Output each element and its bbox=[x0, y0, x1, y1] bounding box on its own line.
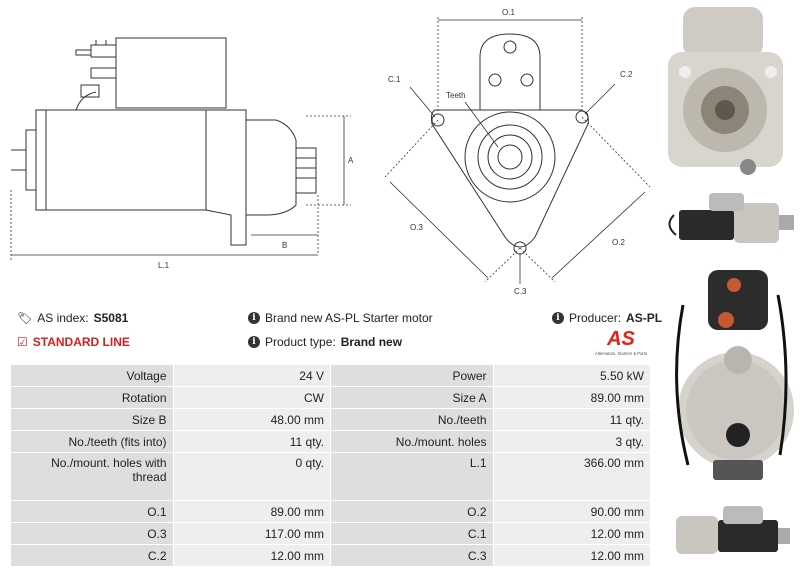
dim-label-a: A bbox=[348, 156, 354, 165]
spec-key: O.3 bbox=[11, 523, 173, 544]
spec-key: No./mount. holes bbox=[330, 431, 493, 452]
spec-key: No./mount. holes with thread bbox=[11, 453, 173, 500]
table-row: Rotation CW Size A 89.00 mm bbox=[11, 387, 650, 408]
product-photo-side bbox=[668, 193, 794, 243]
spec-value: 89.00 mm bbox=[173, 501, 330, 522]
spec-value: 0 qty. bbox=[173, 453, 330, 500]
spec-key: Voltage bbox=[11, 365, 173, 386]
as-pl-logo: AS Alternators, Starters & Parts bbox=[595, 328, 647, 356]
logo-tagline: Alternators, Starters & Parts bbox=[595, 351, 647, 356]
spec-value: 89.00 mm bbox=[493, 387, 650, 408]
spec-key: Power bbox=[330, 365, 493, 386]
producer-value: AS-PL bbox=[626, 311, 663, 325]
description: i Brand new AS-PL Starter motor bbox=[248, 311, 433, 325]
checkbox-icon: ☑ bbox=[17, 335, 28, 349]
tag-icon: 🏷︎ bbox=[17, 311, 33, 325]
as-index-value: S5081 bbox=[93, 311, 129, 325]
spec-value: 3 qty. bbox=[493, 431, 650, 452]
spec-value: 12.00 mm bbox=[173, 545, 330, 566]
side-view-drawing: A B L.1 bbox=[10, 37, 354, 270]
spec-value: 11 qty. bbox=[493, 409, 650, 430]
spec-key: No./teeth (fits into) bbox=[11, 431, 173, 452]
product-line-label: STANDARD LINE bbox=[32, 335, 130, 349]
as-index: 🏷︎ AS index: S5081 bbox=[17, 311, 128, 325]
product-photo-front bbox=[668, 7, 783, 175]
spec-value: CW bbox=[173, 387, 330, 408]
producer-label: Producer: bbox=[569, 311, 622, 325]
spec-value: 117.00 mm bbox=[173, 523, 330, 544]
dim-label-c3: C.3 bbox=[514, 287, 527, 296]
product-type-value: Brand new bbox=[340, 335, 403, 349]
product-photo-side-2 bbox=[676, 506, 790, 554]
product-line: ☑ STANDARD LINE bbox=[17, 335, 130, 349]
spec-value: 5.50 kW bbox=[493, 365, 650, 386]
table-row: O.3 117.00 mm C.1 12.00 mm bbox=[11, 523, 650, 544]
spec-key: C.2 bbox=[11, 545, 173, 566]
product-type: i Product type: Brand new bbox=[248, 335, 402, 349]
front-view-drawing: O.1 O.3 O.2 C.1 C.2 C.3 Teeth bbox=[384, 8, 651, 296]
spec-key: O.2 bbox=[330, 501, 493, 522]
dim-label-o2: O.2 bbox=[612, 238, 625, 247]
logo-mark: AS bbox=[606, 328, 635, 350]
spec-key: L.1 bbox=[330, 453, 493, 500]
spec-value: 366.00 mm bbox=[493, 453, 650, 500]
spec-key: Size A bbox=[330, 387, 493, 408]
dim-label-o3: O.3 bbox=[410, 223, 423, 232]
spec-value: 48.00 mm bbox=[173, 409, 330, 430]
dim-label-c2: C.2 bbox=[620, 70, 633, 79]
dim-label-c1: C.1 bbox=[388, 75, 401, 84]
info-icon: i bbox=[552, 312, 564, 324]
dim-label-b: B bbox=[282, 241, 287, 250]
info-icon: i bbox=[248, 312, 260, 324]
table-row: No./teeth (fits into) 11 qty. No./mount.… bbox=[11, 431, 650, 452]
spec-key: O.1 bbox=[11, 501, 173, 522]
product-type-label: Product type: bbox=[265, 335, 336, 349]
dim-label-l1: L.1 bbox=[158, 261, 170, 270]
table-row: Size B 48.00 mm No./teeth 11 qty. bbox=[11, 409, 650, 430]
spec-value: 12.00 mm bbox=[493, 545, 650, 566]
table-row: Voltage 24 V Power 5.50 kW bbox=[11, 365, 650, 386]
spec-value: 11 qty. bbox=[173, 431, 330, 452]
table-row: C.2 12.00 mm C.3 12.00 mm bbox=[11, 545, 650, 566]
table-row: No./mount. holes with thread 0 qty. L.1 … bbox=[11, 453, 650, 500]
spec-value: 12.00 mm bbox=[493, 523, 650, 544]
spec-key: C.3 bbox=[330, 545, 493, 566]
producer: i Producer: AS-PL bbox=[552, 311, 662, 325]
spec-table: Voltage 24 V Power 5.50 kW Rotation CW S… bbox=[10, 364, 651, 567]
table-row: O.1 89.00 mm O.2 90.00 mm bbox=[11, 501, 650, 522]
description-text: Brand new AS-PL Starter motor bbox=[265, 311, 433, 325]
info-icon: i bbox=[248, 336, 260, 348]
spec-value: 24 V bbox=[173, 365, 330, 386]
spec-key: No./teeth bbox=[330, 409, 493, 430]
as-index-label: AS index: bbox=[37, 311, 89, 325]
spec-key: Size B bbox=[11, 409, 173, 430]
product-photo-rear bbox=[675, 270, 794, 480]
spec-key: C.1 bbox=[330, 523, 493, 544]
spec-key: Rotation bbox=[11, 387, 173, 408]
dim-label-teeth: Teeth bbox=[446, 91, 466, 100]
spec-value: 90.00 mm bbox=[493, 501, 650, 522]
dim-label-o1: O.1 bbox=[502, 8, 515, 17]
